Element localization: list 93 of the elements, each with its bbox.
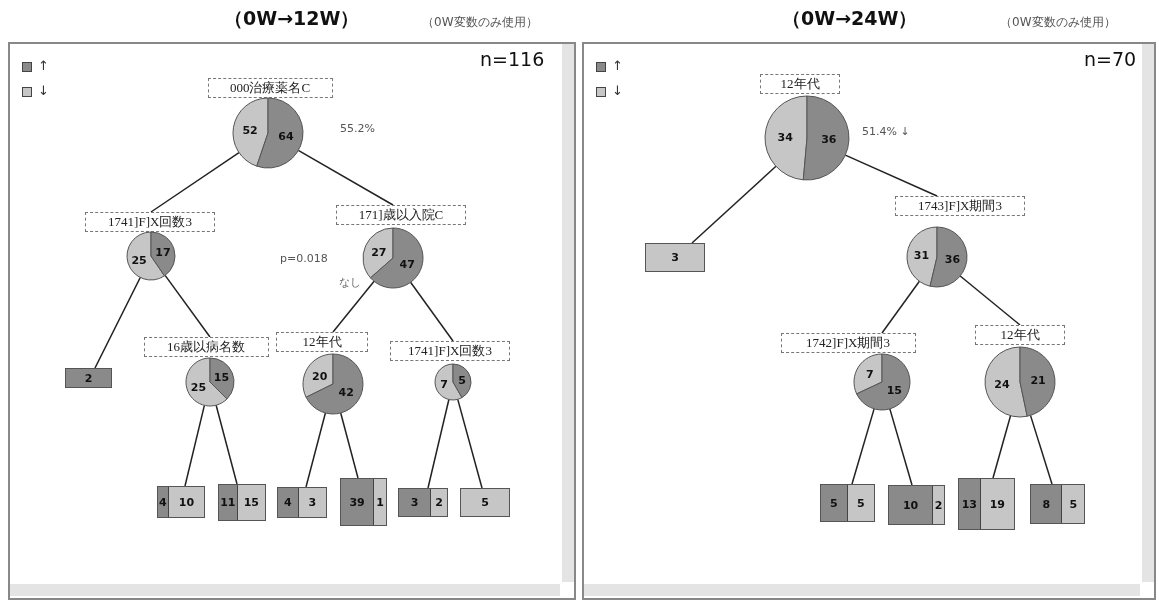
- count-label: 24: [994, 377, 1010, 391]
- tree-branch: [94, 276, 141, 369]
- tree-branch: [297, 149, 394, 206]
- count-label: 15: [213, 370, 230, 384]
- split-variable: 1742]F]X期間3: [780, 333, 916, 353]
- legend-label: ↑: [38, 58, 49, 73]
- count-segment: 39: [341, 479, 375, 525]
- count-segment: 10: [168, 487, 204, 517]
- tree-branch: [409, 281, 454, 342]
- tree-branch: [959, 275, 1021, 326]
- count-label: 7: [865, 367, 874, 381]
- leaf-box: [1030, 484, 1085, 524]
- panel-title: （0W→12W）: [224, 6, 360, 31]
- tree-branch: [851, 408, 875, 485]
- tree-branch: [691, 165, 777, 244]
- count-segment: 19: [980, 479, 1014, 529]
- leaf-box: [958, 478, 1015, 530]
- split-variable: 16歳以病名数: [143, 337, 269, 357]
- count-label: 42: [338, 385, 354, 399]
- count-segment: 3: [399, 489, 432, 516]
- count-label: 27: [371, 245, 387, 259]
- count-label: 64: [278, 129, 294, 143]
- edge-label: なし: [337, 274, 363, 290]
- tree-branch: [339, 412, 359, 479]
- count-segment: 2: [933, 486, 944, 524]
- count-segment: 5: [821, 485, 848, 521]
- tree-branch: [150, 151, 240, 213]
- percentage-label: 51.4% ↓: [862, 125, 910, 138]
- tree-branch: [184, 404, 206, 487]
- count-label: 5: [458, 373, 466, 387]
- count-segment: 15: [237, 485, 265, 520]
- count-segment: 4: [158, 487, 169, 517]
- count-label: 52: [242, 123, 258, 137]
- tree-branch: [332, 280, 375, 333]
- count-segment: 2: [431, 489, 447, 516]
- leaf-box: [277, 487, 327, 518]
- tree-branch: [427, 398, 450, 489]
- panel-title: （0W→24W）: [782, 6, 918, 31]
- count-label: 31: [913, 248, 930, 262]
- percentage-label: 55.2%: [340, 122, 375, 135]
- tree-branch: [992, 414, 1012, 479]
- split-variable: 000治療薬名C: [207, 78, 333, 98]
- panel-note: （0W変数のみ使用）: [1000, 14, 1116, 31]
- split-variable: 1741]F]X回数3: [390, 341, 510, 361]
- panel-note: （0W変数のみ使用）: [422, 14, 538, 31]
- count-segment: 3: [298, 488, 326, 517]
- split-variable: 171]歳以入院C: [336, 205, 466, 225]
- tree-branch: [164, 274, 211, 338]
- count-segment: 4: [278, 488, 299, 517]
- tree-branch: [1029, 414, 1053, 485]
- count-label: 7: [440, 377, 448, 391]
- count-label: 47: [399, 257, 415, 271]
- split-variable: 12年代: [760, 74, 840, 94]
- sample-size: n=70: [1084, 48, 1137, 70]
- sample-size: n=116: [480, 48, 545, 70]
- split-variable: 12年代: [975, 325, 1065, 345]
- split-variable: 12年代: [276, 332, 368, 352]
- legend-label: ↑: [612, 58, 623, 73]
- split-variable: 1743]F]X期間3: [895, 196, 1025, 216]
- count-label: 15: [886, 383, 902, 397]
- count-segment: 8: [1031, 485, 1063, 523]
- count-label: 34: [777, 130, 793, 144]
- tree-branch: [457, 398, 483, 489]
- count-segment: 5: [847, 485, 874, 521]
- count-segment: 5: [461, 489, 509, 516]
- leaf-box: [340, 478, 387, 526]
- count-label: 36: [821, 132, 837, 146]
- tree-branch: [305, 412, 327, 488]
- tree-branch: [215, 404, 238, 485]
- tree-branch: [881, 280, 921, 334]
- split-variable: 1741]F]X回数3: [85, 212, 215, 232]
- count-segment: 13: [959, 479, 981, 529]
- count-segment: 3: [646, 244, 704, 271]
- tree-branch: [844, 154, 938, 197]
- count-label: 36: [944, 252, 961, 266]
- leaf-box: [218, 484, 266, 521]
- legend-label: ↓: [612, 83, 623, 98]
- count-segment: 1: [374, 479, 386, 525]
- count-label: 17: [155, 245, 171, 259]
- count-segment: 5: [1062, 485, 1084, 523]
- leaf-box: [820, 484, 875, 522]
- count-segment: 2: [66, 369, 111, 387]
- count-label: 25: [190, 380, 207, 394]
- count-segment: 11: [219, 485, 238, 520]
- count-segment: 10: [889, 486, 934, 524]
- tree-branch: [889, 408, 913, 486]
- leaf-box: [398, 488, 448, 517]
- leaf-box: [157, 486, 205, 518]
- legend-label: ↓: [38, 83, 49, 98]
- count-label: 21: [1030, 373, 1046, 387]
- count-label: 20: [312, 369, 328, 383]
- count-label: 25: [131, 253, 147, 267]
- leaf-box: [888, 485, 945, 525]
